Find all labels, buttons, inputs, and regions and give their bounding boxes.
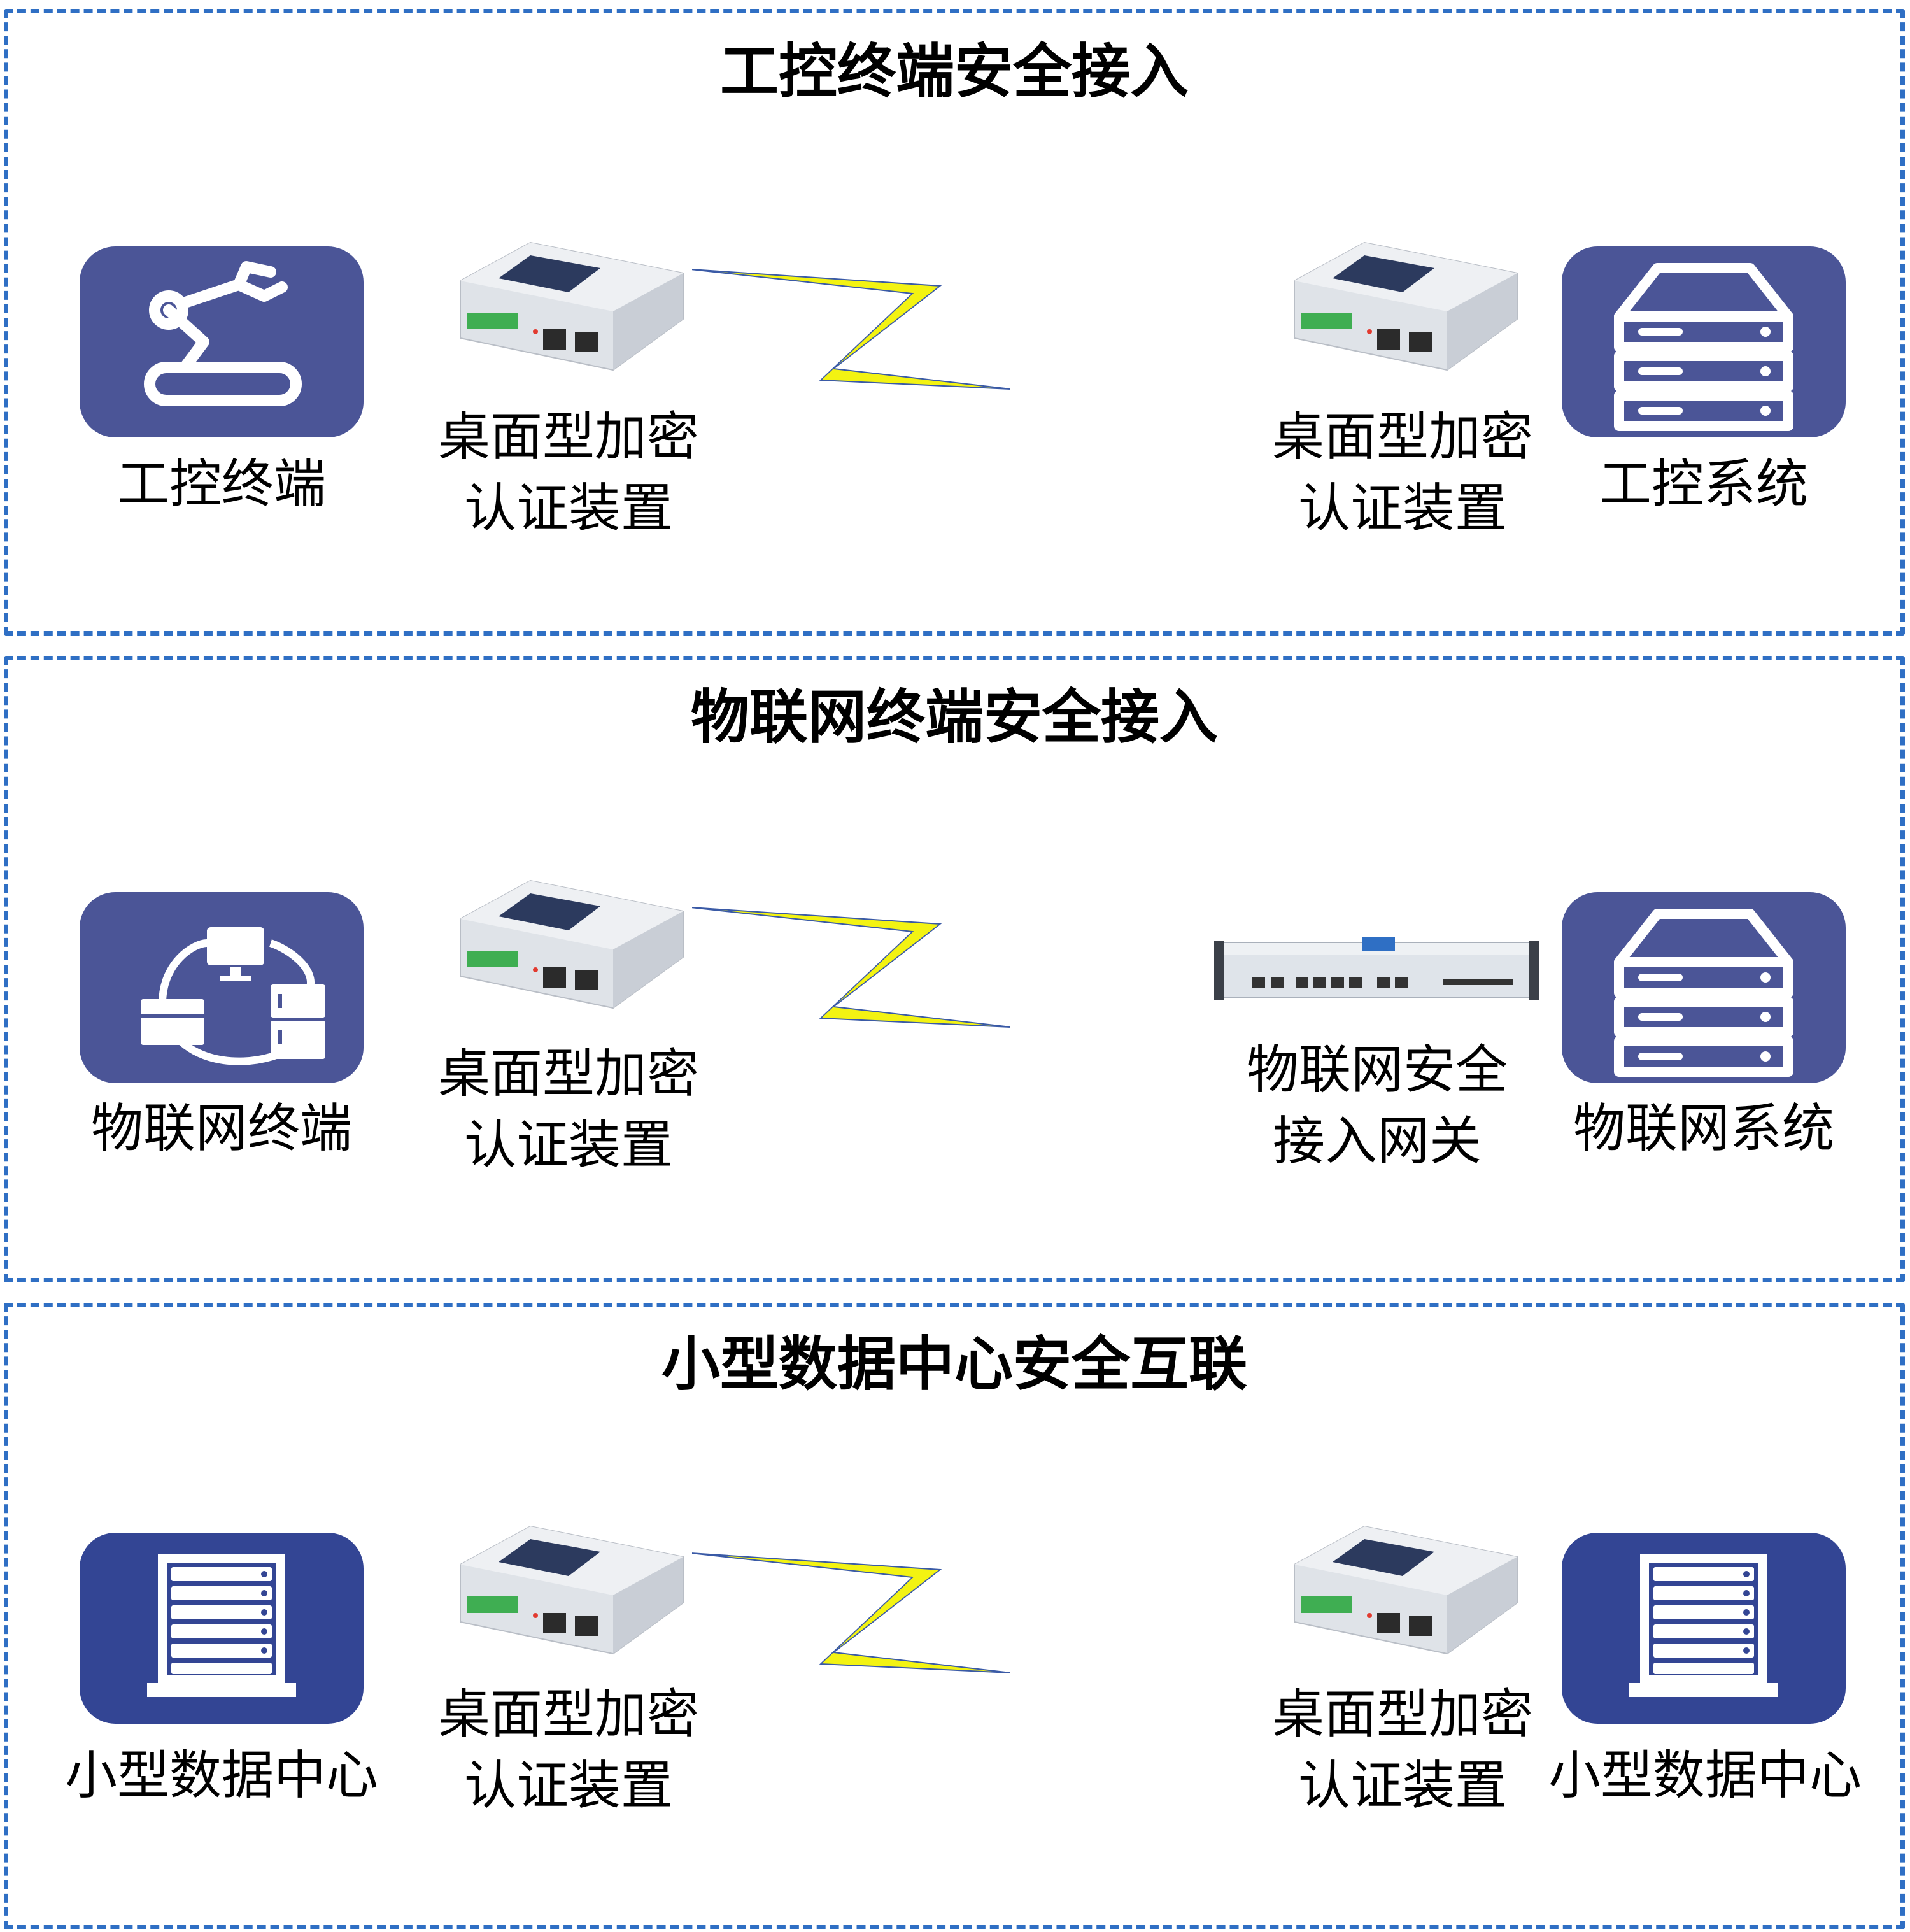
server-stack-icon [1562, 246, 1846, 437]
device-label: 桌面型加密 认证装置 [409, 402, 728, 544]
iot-network-icon [80, 892, 364, 1083]
robot-arm-icon [80, 246, 364, 437]
device-label-line: 认证装置 [1298, 1756, 1507, 1816]
desktop-encryption-device [1288, 236, 1525, 384]
panel-title: 物联网终端安全接入 [690, 683, 1218, 751]
device-label-line: 桌面型加密 [437, 407, 699, 467]
panel-datacenter: 小型数据中心安全互联 小型数据中心 [4, 1303, 1905, 1929]
server-rack-icon [1562, 1533, 1846, 1724]
rack-gateway-device [1214, 935, 1539, 1003]
device-label: 桌面型加密 认证装置 [1243, 1679, 1562, 1822]
lightning-link [692, 1552, 1010, 1673]
desktop-encryption-device [454, 1520, 691, 1668]
device-label-line: 桌面型加密 [1271, 1684, 1533, 1745]
device-label-line: 桌面型加密 [437, 1044, 699, 1104]
node-label: 工控终端 [117, 454, 326, 515]
node-label: 物联网终端 [90, 1098, 352, 1159]
desktop-encryption-device [454, 236, 691, 384]
device-label: 物联网安全 接入网关 [1218, 1035, 1536, 1177]
node-label: 小型数据中心 [1548, 1745, 1862, 1806]
device-label: 桌面型加密 认证装置 [1243, 402, 1562, 544]
panel-title: 小型数据中心安全互联 [661, 1330, 1247, 1398]
device-label: 桌面型加密 认证装置 [409, 1039, 728, 1181]
device-label-line: 桌面型加密 [1271, 407, 1533, 467]
device-label-line: 认证装置 [463, 478, 673, 539]
device-label-line: 接入网关 [1272, 1111, 1482, 1172]
device-label-line: 物联网安全 [1246, 1040, 1508, 1100]
server-stack-icon [1562, 892, 1846, 1083]
lightning-link [692, 269, 1010, 390]
device-label-line: 认证装置 [1298, 478, 1507, 539]
device-label: 桌面型加密 认证装置 [409, 1679, 728, 1822]
node-label: 小型数据中心 [64, 1745, 378, 1806]
device-label-line: 桌面型加密 [437, 1684, 699, 1745]
device-label-line: 认证装置 [463, 1756, 673, 1816]
server-rack-icon [80, 1533, 364, 1724]
panel-ics: 工控终端安全接入 工控终端 桌面型加密 认证装置 [4, 9, 1905, 636]
node-label: 物联网系统 [1573, 1098, 1834, 1159]
panel-iot: 物联网终端安全接入 物联网终端 [4, 656, 1905, 1282]
node-label: 工控系统 [1599, 454, 1808, 515]
device-label-line: 认证装置 [463, 1115, 673, 1176]
lightning-link [692, 907, 1010, 1028]
panel-title: 工控终端安全接入 [719, 38, 1189, 106]
desktop-encryption-device [454, 874, 691, 1022]
desktop-encryption-device [1288, 1520, 1525, 1668]
